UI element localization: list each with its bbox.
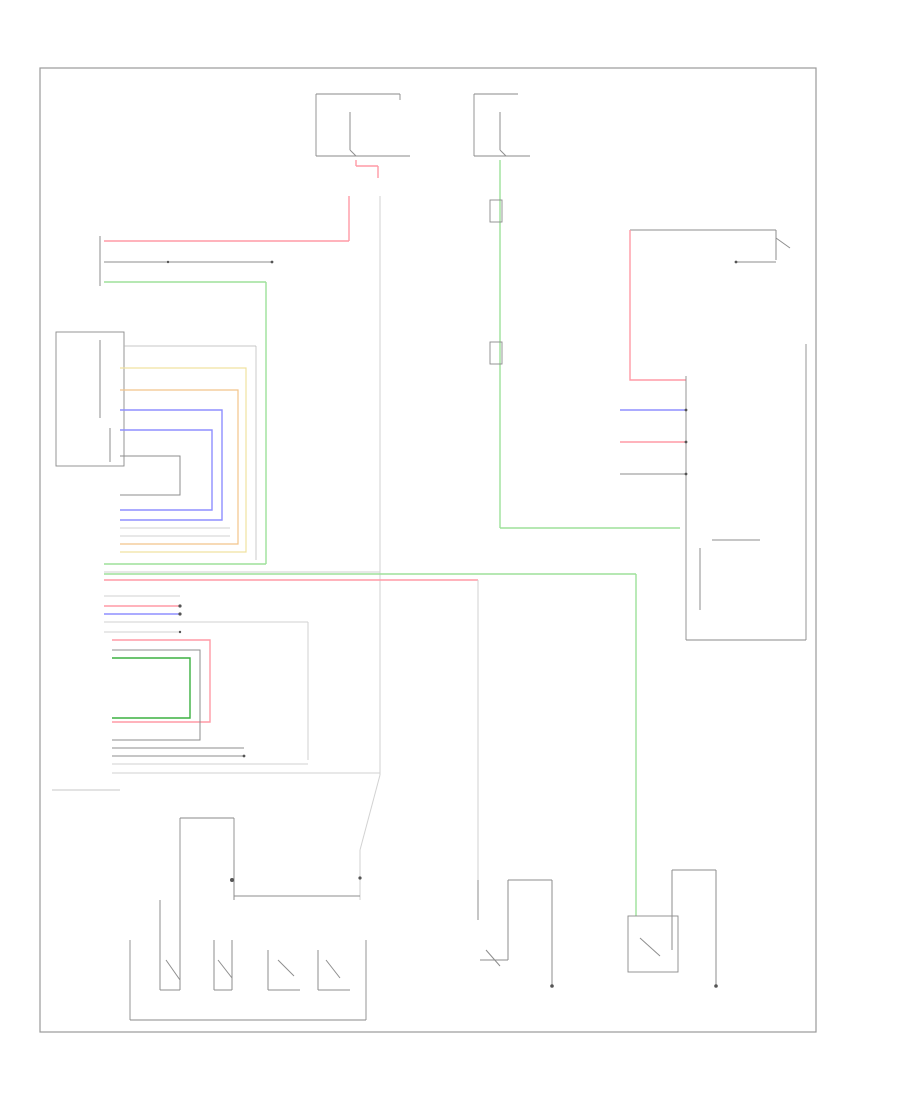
top-left-connector: [99, 160, 379, 564]
bottom-right-switch: [627, 869, 718, 988]
bottom-center-switch: [477, 879, 554, 988]
meter-wires: [104, 367, 266, 565]
bottom-switch-group: [129, 817, 367, 1021]
combination-meter: [55, 331, 257, 560]
harness-wires: [104, 571, 637, 916]
right-switch: [629, 229, 791, 381]
fuse-box-right: [473, 93, 530, 157]
fuse-box-left: [315, 93, 410, 157]
diagram-frame: [39, 67, 817, 1033]
right-green-path: [489, 160, 680, 529]
instrument-cluster: [620, 344, 807, 641]
left-lower-connector: [52, 639, 380, 791]
